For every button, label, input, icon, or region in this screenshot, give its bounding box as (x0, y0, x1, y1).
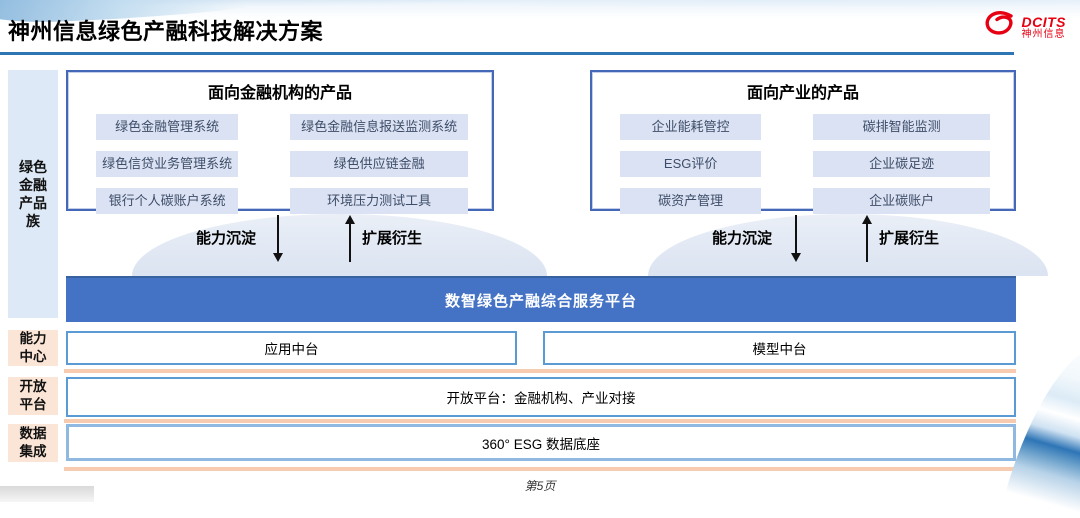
product-item: 企业能耗管控 (620, 114, 762, 140)
dcits-logo-icon (982, 9, 1018, 46)
flow-label-settle-left: 能力沉淀 (196, 230, 257, 247)
product-item: 绿色金融管理系统 (96, 114, 239, 140)
logo-brand-cn-text: 神州信息 (1021, 28, 1066, 40)
bottom-right-swoosh-decoration (1005, 330, 1080, 518)
flow-label-derive-right: 扩展衍生 (879, 230, 940, 247)
product-item: 企业碳足迹 (813, 151, 990, 177)
rail-label-product-family: 绿色金融产品族 (8, 70, 58, 318)
row-divider (64, 369, 1016, 373)
model-middleware-box: 模型中台 (543, 331, 1016, 365)
open-platform-box: 开放平台：金融机构、产业对接 (66, 377, 1016, 417)
product-item: 绿色信贷业务管理系统 (96, 151, 239, 177)
down-arrow-icon (272, 215, 283, 262)
row-divider (64, 467, 1016, 471)
rail-label-data-integration: 数据集成 (8, 424, 58, 462)
up-arrow-icon (861, 215, 872, 262)
logo-brand-text: DCITS (1021, 13, 1066, 30)
rail-label-open-platform: 开放平台 (8, 377, 58, 415)
flow-label-derive-left: 扩展衍生 (362, 230, 423, 247)
page-title: 神州信息绿色产融科技解决方案 (8, 19, 324, 44)
platform-bar: 数智绿色产融综合服务平台 (66, 276, 1016, 322)
product-item: 银行个人碳账户系统 (96, 188, 239, 214)
bottom-left-gray-decoration (0, 486, 94, 502)
header-swoosh-decoration (0, 0, 1080, 18)
product-item: 环境压力测试工具 (290, 188, 468, 214)
down-arrow-icon (790, 215, 801, 262)
product-box-financial: 面向金融机构的产品 绿色金融管理系统 绿色金融信息报送监测系统 绿色信贷业务管理… (66, 70, 494, 214)
product-item: 绿色金融信息报送监测系统 (290, 114, 468, 140)
esg-data-base-box: 360° ESG 数据底座 (66, 424, 1016, 461)
product-item: 碳资产管理 (620, 188, 762, 214)
product-box-financial-grid: 绿色金融管理系统 绿色金融信息报送监测系统 绿色信贷业务管理系统 绿色供应链金融… (96, 114, 468, 214)
product-item: 碳排智能监测 (813, 114, 990, 140)
flow-label-settle-right: 能力沉淀 (712, 230, 773, 247)
product-box-industry-title: 面向产业的产品 (746, 85, 859, 102)
up-arrow-icon (344, 215, 355, 262)
product-box-industry-grid: 企业能耗管控 碳排智能监测 ESG评价 企业碳足迹 碳资产管理 企业碳账户 (620, 114, 990, 214)
product-item: 企业碳账户 (813, 188, 990, 214)
title-underline (0, 52, 1014, 55)
product-box-industry: 面向产业的产品 企业能耗管控 碳排智能监测 ESG评价 企业碳足迹 碳资产管理 … (590, 70, 1016, 214)
page-number: 第5页 (524, 479, 556, 493)
row-divider (64, 419, 1016, 423)
product-box-financial-title: 面向金融机构的产品 (207, 85, 352, 102)
product-item: ESG评价 (620, 151, 762, 177)
dcits-logo: DCITS 神州信息 (982, 9, 1067, 46)
rail-label-capability-center: 能力中心 (8, 330, 58, 366)
app-middleware-box: 应用中台 (66, 331, 517, 365)
product-item: 绿色供应链金融 (290, 151, 468, 177)
